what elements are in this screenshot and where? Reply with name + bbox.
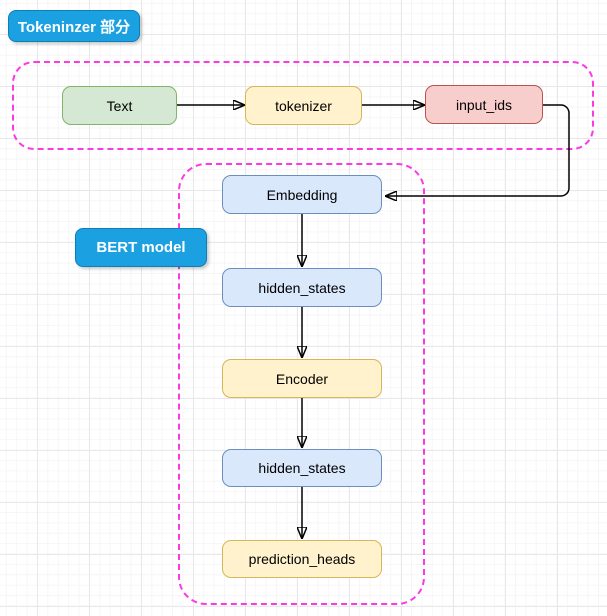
bert-model-label: BERT model [75, 228, 207, 267]
node-prediction-heads: prediction_heads [222, 540, 382, 578]
node-hidden-states-2: hidden_states [222, 449, 382, 487]
bert-model-container [178, 163, 425, 605]
node-embedding: Embedding [222, 175, 382, 214]
tokenizer-section-label: Tokeninzer 部分 [8, 10, 140, 42]
node-tokenizer: tokenizer [245, 86, 362, 125]
node-hidden-states-1: hidden_states [222, 268, 382, 307]
tokenizer-section-container [12, 61, 594, 150]
node-encoder: Encoder [222, 359, 382, 398]
node-text: Text [62, 86, 177, 125]
node-input-ids: input_ids [425, 85, 543, 124]
